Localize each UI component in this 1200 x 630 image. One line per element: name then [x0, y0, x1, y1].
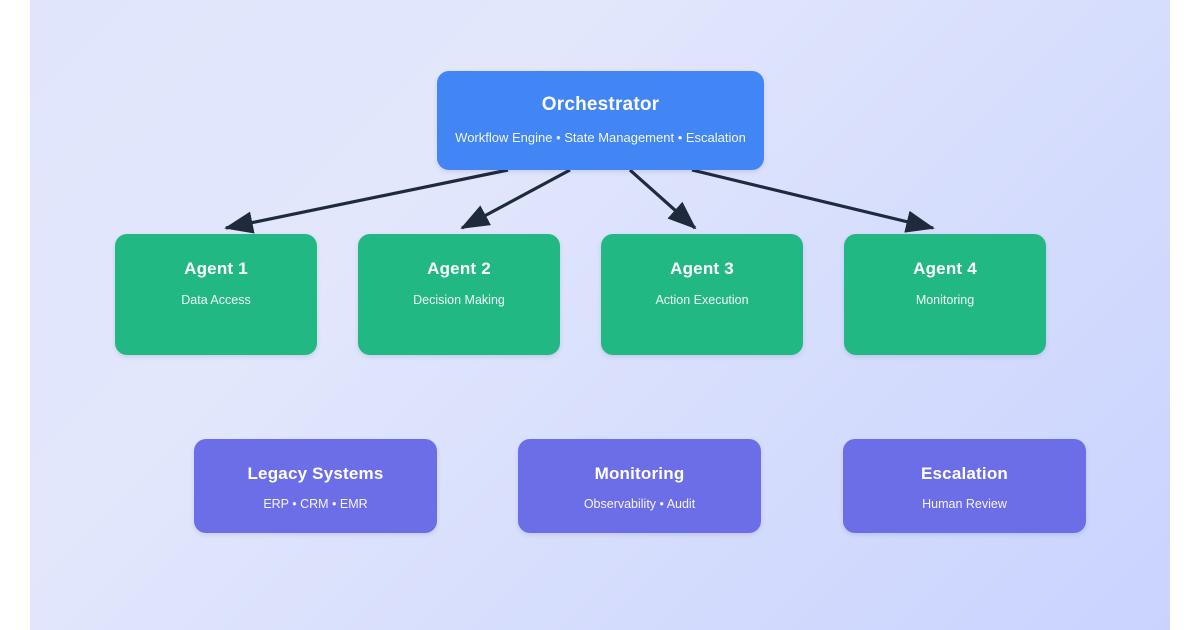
node-legacy-systems-subtitle: ERP • CRM • EMR — [263, 497, 368, 511]
node-agent-2[interactable]: Agent 2 Decision Making — [358, 234, 560, 355]
node-agent-1[interactable]: Agent 1 Data Access — [115, 234, 317, 355]
node-agent-1-subtitle: Data Access — [181, 293, 251, 307]
node-legacy-systems[interactable]: Legacy Systems ERP • CRM • EMR — [194, 439, 437, 533]
node-monitoring-support-subtitle: Observability • Audit — [583, 497, 696, 511]
edge-orchestrator-to-agent-2 — [460, 168, 571, 230]
node-agent-1-title: Agent 1 — [184, 259, 248, 278]
node-orchestrator-title: Orchestrator — [541, 94, 660, 115]
node-agent-3[interactable]: Agent 3 Action Execution — [601, 234, 803, 355]
node-escalation-title: Escalation — [920, 464, 1009, 483]
node-monitoring-support[interactable]: Monitoring Observability • Audit — [518, 439, 761, 533]
edge-orchestrator-to-agent-3 — [628, 168, 697, 230]
node-agent-3-title: Agent 3 — [670, 259, 734, 278]
node-monitoring-support-title: Monitoring — [594, 464, 685, 483]
node-agent-2-title: Agent 2 — [427, 259, 491, 278]
node-orchestrator-subtitle: Workflow Engine • State Management • Esc… — [455, 130, 746, 145]
node-agent-4-title: Agent 4 — [913, 259, 977, 278]
node-agent-4-subtitle: Monitoring — [915, 293, 975, 307]
node-escalation-subtitle: Human Review — [922, 497, 1007, 511]
node-agent-4[interactable]: Agent 4 Monitoring — [844, 234, 1046, 355]
node-legacy-systems-title: Legacy Systems — [247, 464, 384, 483]
diagram-canvas: Orchestrator Workflow Engine • State Man… — [30, 0, 1170, 630]
node-escalation[interactable]: Escalation Human Review — [843, 439, 1086, 533]
node-orchestrator[interactable]: Orchestrator Workflow Engine • State Man… — [437, 71, 764, 170]
edge-orchestrator-to-agent-4 — [691, 168, 935, 233]
edge-orchestrator-to-agent-1 — [224, 168, 509, 234]
node-agent-3-subtitle: Action Execution — [655, 293, 749, 307]
node-agent-2-subtitle: Decision Making — [413, 293, 505, 307]
